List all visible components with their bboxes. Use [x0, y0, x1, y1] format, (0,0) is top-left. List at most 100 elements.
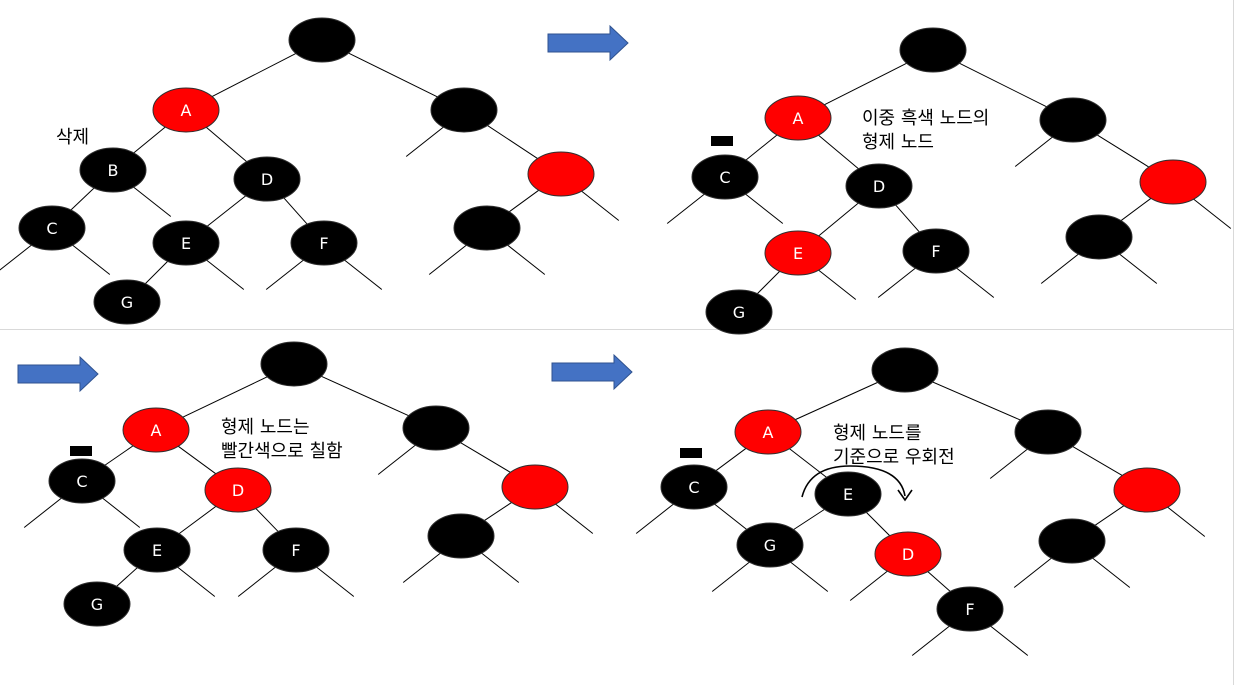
- annotation-text: 기준으로 우회전: [833, 447, 955, 468]
- tree-node: [1039, 97, 1107, 143]
- node-label: G: [733, 303, 745, 322]
- null-leaf-edge: [506, 244, 546, 275]
- null-leaf-edge: [635, 503, 675, 534]
- null-leaf-edge: [343, 259, 383, 290]
- tree-edge: [957, 62, 1049, 108]
- node-label: E: [793, 244, 803, 263]
- null-leaf-edge: [23, 497, 63, 528]
- vertical-divider: [1233, 0, 1234, 685]
- tree-node: D: [204, 467, 272, 513]
- tree-node: [1014, 409, 1082, 455]
- step-arrow-icon: [547, 24, 629, 62]
- null-leaf-edge: [315, 566, 355, 597]
- node-label: D: [873, 177, 885, 196]
- null-leaf-edge: [877, 267, 917, 298]
- node-label: C: [688, 478, 699, 497]
- tree-node: [1038, 518, 1106, 564]
- tree-edge: [817, 133, 860, 171]
- node-circle: [453, 205, 521, 251]
- tree-edge: [793, 381, 880, 421]
- tree-edge: [1119, 197, 1153, 222]
- tree-node: D: [874, 531, 942, 577]
- node-circle: [233, 156, 301, 202]
- node-circle: [204, 467, 272, 513]
- node-circle: [123, 527, 191, 573]
- node-label: F: [965, 600, 974, 619]
- node-circle: [152, 220, 220, 266]
- step-arrow-icon: [551, 353, 633, 391]
- node-circle: [501, 464, 569, 510]
- tree-edge: [931, 380, 1022, 422]
- node-circle: [427, 513, 495, 559]
- node-circle: [936, 586, 1004, 632]
- null-leaf-edge: [132, 186, 172, 217]
- node-label: A: [151, 421, 162, 440]
- node-circle: [1014, 409, 1082, 455]
- tree-edge: [1095, 133, 1151, 169]
- tree-node: [501, 464, 569, 510]
- null-leaf-edge: [237, 566, 277, 597]
- tree-edge: [792, 508, 826, 531]
- null-leaf-edge: [71, 244, 111, 275]
- node-label: D: [902, 545, 914, 564]
- node-label: C: [76, 472, 87, 491]
- node-label: C: [719, 168, 730, 187]
- node-circle: [764, 95, 832, 141]
- null-leaf-edge: [849, 570, 889, 601]
- null-leaf-edge: [1166, 506, 1206, 537]
- null-leaf-edge: [955, 267, 995, 298]
- annotation-text: 형제 노드: [862, 132, 934, 153]
- tree-node: A: [122, 407, 190, 453]
- null-leaf-edge: [580, 190, 620, 221]
- null-leaf-edge: [1040, 253, 1080, 284]
- tree-node: [288, 17, 356, 63]
- node-circle: [260, 341, 328, 387]
- tree-edge: [346, 51, 440, 99]
- node-circle: [48, 458, 116, 504]
- tree-node: F: [262, 527, 330, 573]
- tree-edge: [894, 203, 921, 234]
- null-leaf-edge: [1091, 557, 1131, 588]
- node-circle: [18, 205, 86, 251]
- tree-edge: [282, 196, 309, 226]
- double-black-markers: [70, 136, 913, 502]
- tree-node: E: [764, 230, 832, 276]
- null-leaf-edge: [554, 503, 594, 534]
- tree-edge: [817, 201, 860, 238]
- node-label: D: [261, 170, 273, 189]
- node-circle: [152, 87, 220, 133]
- null-leaf-edge: [377, 444, 417, 475]
- tree-node: [1139, 159, 1207, 205]
- tree-edge: [176, 445, 218, 475]
- null-leaf-edge: [0, 244, 33, 271]
- null-leaf-edge: [1014, 136, 1054, 167]
- tree-edge: [756, 270, 781, 295]
- node-label: E: [843, 485, 853, 504]
- step-arrows: [17, 24, 633, 393]
- tree-edge: [132, 125, 167, 155]
- node-circle: [1038, 518, 1106, 564]
- node-label: C: [46, 219, 57, 238]
- node-label: D: [232, 481, 244, 500]
- null-leaf-edge: [817, 269, 857, 300]
- double-black-marker: [711, 136, 733, 146]
- node-label: F: [931, 242, 940, 261]
- tree-edge: [115, 566, 139, 588]
- tree-edge: [319, 375, 411, 417]
- tree-node: [1113, 467, 1181, 513]
- annotation-text: 이중 흑색 노드의: [862, 108, 989, 129]
- tree-edges: [0, 51, 1232, 656]
- tree-edge: [1071, 445, 1124, 477]
- null-leaf-edge: [1118, 253, 1158, 284]
- node-circle: [874, 531, 942, 577]
- node-label: F: [291, 541, 300, 560]
- tree-node: F: [936, 586, 1004, 632]
- node-label: E: [152, 541, 162, 560]
- node-circle: [1113, 467, 1181, 513]
- null-leaf-edge: [989, 448, 1029, 479]
- tree-node: [427, 513, 495, 559]
- tree-node: [260, 341, 328, 387]
